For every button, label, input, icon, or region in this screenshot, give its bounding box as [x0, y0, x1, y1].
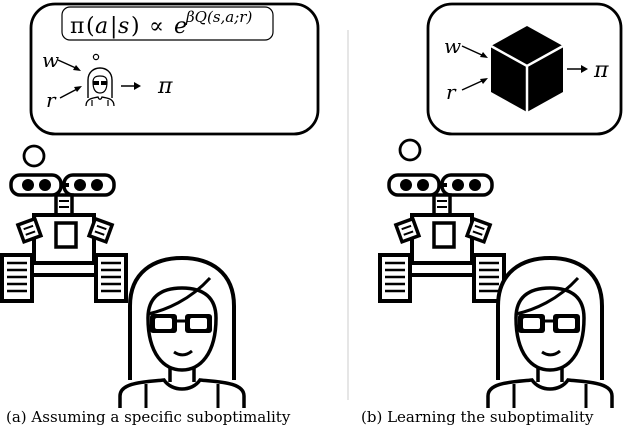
output-pi-label-a: π [157, 74, 173, 99]
woman-icon-a [118, 256, 246, 410]
arrow-out-a-head [134, 82, 141, 90]
panel-a: π ( a | s ) ∝ e βQ(s,a;r) w r π [0, 2, 320, 410]
black-cube-icon [490, 26, 564, 112]
woman-icon-b [486, 256, 614, 410]
formula-exponent: βQ(s,a;r) [185, 8, 252, 26]
formula-box [61, 6, 274, 41]
input-w-label-b: w [444, 34, 461, 58]
thought-dot-b [398, 138, 422, 162]
arrow-r-b-head [480, 78, 488, 84]
mini-thought-dot [92, 53, 100, 61]
input-w-label: w [42, 48, 59, 72]
input-r-label: r [46, 88, 57, 112]
input-r-label-b: r [446, 80, 457, 104]
arrow-r-a-head [74, 86, 82, 92]
policy-formula: π ( a | s ) ∝ e [70, 14, 187, 39]
arrow-w-b-head [480, 52, 488, 58]
panel-b: w r π [378, 2, 623, 410]
caption-a: (a) Assuming a specific suboptimality [6, 408, 291, 426]
arrow-out-b-head [581, 65, 588, 73]
arrow-w-b [461, 45, 485, 57]
robot-icon-a [0, 173, 128, 303]
thought-dot-a [22, 144, 46, 168]
woman-with-glasses-icon [85, 67, 115, 107]
caption-b: (b) Learning the suboptimality [361, 408, 594, 426]
arrow-w-a-head [73, 65, 81, 71]
output-pi-label-b: π [593, 58, 609, 83]
arrow-r-b [461, 79, 485, 91]
robot-icon-b [378, 173, 506, 303]
